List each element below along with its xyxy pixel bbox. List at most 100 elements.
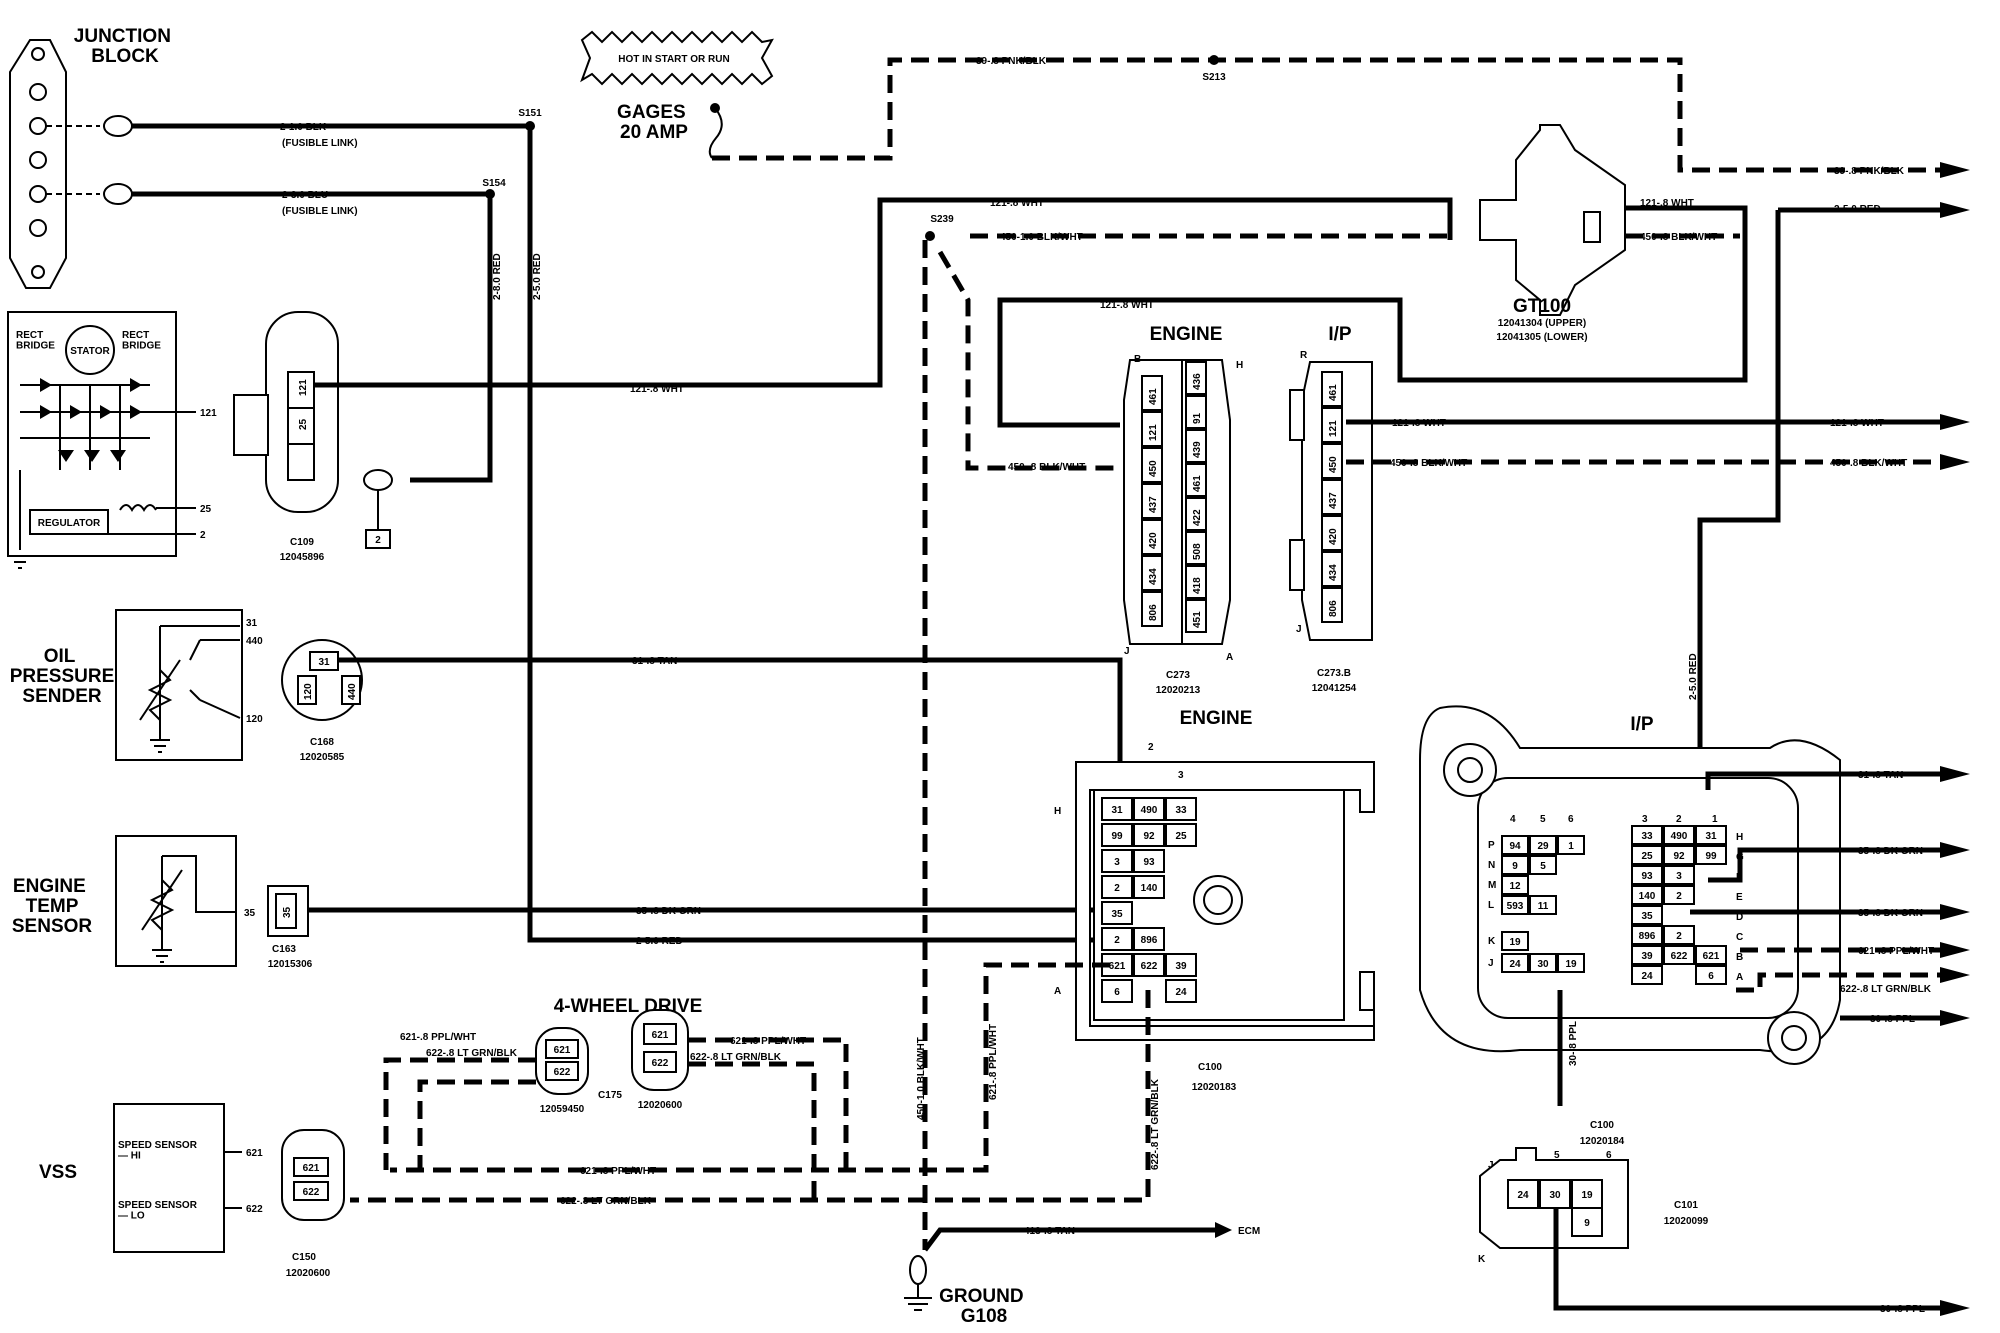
c100ip-left-pin-11-3 (1529, 895, 1557, 915)
c100ip-right-pin-2-3-label: 2 (1676, 891, 1682, 902)
engine-label-c273: ENGINE (1150, 324, 1223, 345)
splice-s154 (485, 189, 495, 199)
c100ip-top-3: 3 (1642, 814, 1648, 825)
ground-symbol (904, 1284, 932, 1311)
c100ip-right-pin-92-1 (1663, 845, 1695, 865)
junction-block-mount-bottom (31, 265, 45, 279)
c100e-pin-3-2-label: 3 (1114, 857, 1120, 868)
oil-pin-31: 31 (246, 618, 258, 629)
c100ip-right-pin-622-6 (1663, 945, 1695, 965)
blkwht-450-label-engine: 450-.8 BLK/WHT (1008, 462, 1085, 473)
gen-pin-121: 121 (200, 408, 217, 419)
c100ip-right-pin-490-0-label: 490 (1671, 831, 1688, 842)
tan-413-wire (923, 1227, 1215, 1252)
wht-121-label-4: 121-.8 WHT (1100, 300, 1154, 311)
c100-ip-bolt-1-inner (1457, 757, 1483, 783)
ppl-621-label-ip: 621-.8 PPL/WHT (1858, 946, 1934, 957)
c100e-pin-35-4 (1101, 901, 1133, 925)
c100e-pin-99-1 (1101, 823, 1133, 847)
c273-left-pin-437-label: 437 (1148, 496, 1159, 513)
ltgrn-622-label-bottom: 622-.8 LT GRN/BLK (560, 1196, 652, 1207)
blk-fusible-label: 2-1.0 BLK (280, 122, 327, 133)
c100ip-part: 12020184 (1580, 1136, 1625, 1147)
blkwht-450-label-ip1: 450-.8 BLK/WHT (1390, 458, 1467, 469)
c101-letter-5: 5 (1554, 1150, 1560, 1161)
c100ip-row-letter-L: L (1488, 900, 1494, 911)
c100e-letter-a: A (1054, 986, 1061, 997)
c273-left-pin-450-label: 450 (1148, 460, 1159, 477)
c100-engine-bolt (1193, 875, 1243, 925)
c273-right-pin-508 (1185, 531, 1207, 565)
c109-pin-121-label: 121 (298, 379, 309, 396)
c100ip-right-pin-896-5 (1631, 925, 1663, 945)
wht-121-label-3: 121-.8 WHT (1640, 198, 1694, 209)
oil-pin-440: 440 (246, 636, 263, 647)
ltgrn-622-label-4wd1: 622-.8 LT GRN/BLK (426, 1048, 518, 1059)
c109-latch (233, 394, 269, 456)
c163-name: C163 (272, 944, 296, 955)
c100ip-right-pin-6-7-label: 6 (1708, 971, 1714, 982)
c100e-pin-6-7-label: 6 (1114, 987, 1120, 998)
c175-right-connector: 621 622 12020600 (631, 1009, 689, 1111)
splice-s213 (1209, 55, 1219, 65)
ip-label-c100: I/P (1630, 714, 1654, 735)
gt100-body (1479, 124, 1626, 316)
c100ip-right-pin-31-0-label: 31 (1705, 831, 1717, 842)
ground-label: GROUND G108 (939, 1286, 1029, 1327)
oil-sender-box (115, 609, 243, 761)
c273-right-pin-436 (1185, 361, 1207, 395)
c273-right-pin-418-label: 418 (1192, 577, 1203, 594)
c109-connector: 121 25 C109 12045896 2 (233, 311, 393, 563)
c100ip-left-pin-24-5 (1501, 953, 1529, 973)
c273-right-pin-451 (1185, 599, 1207, 633)
c273-right-pin-422-label: 422 (1192, 509, 1203, 526)
oil-pressure-sender-text: OIL (44, 646, 76, 667)
junction-block: JUNCTION BLOCK (9, 26, 171, 289)
c109-pin-121 (287, 371, 315, 409)
ecm-label: ECM (1238, 1226, 1260, 1237)
c100ip-right-pin-25-1-label: 25 (1641, 851, 1653, 862)
c100e-pin-33-0-label: 33 (1175, 805, 1187, 816)
c273b-pin-437-label: 437 (1328, 492, 1339, 509)
c273-corner-j: J (1124, 646, 1130, 657)
c100-ip-bolt-2 (1767, 1011, 1821, 1065)
c175-left-pin-621 (545, 1039, 579, 1059)
oil-sender-symbol (139, 625, 241, 740)
c100ip-left-pin-12-2-label: 12 (1509, 881, 1521, 892)
c100e-pin-24-7-label: 24 (1175, 987, 1187, 998)
c150-pin-622 (293, 1181, 329, 1201)
c100e-pin-92-1-label: 92 (1143, 831, 1155, 842)
junction-block-mount-top (31, 47, 45, 61)
c273-left-pin-806-label: 806 (1148, 604, 1159, 621)
c175-right-pin-621-label: 621 (652, 1030, 669, 1041)
c175-right-pin-621 (643, 1023, 677, 1045)
pnk-39-label-1: 39-.8 PNK/BLK (976, 56, 1047, 67)
c100ip-left-pin-5-1-label: 5 (1540, 861, 1546, 872)
tan-31-label-1: 31-.8 TAN (632, 656, 677, 667)
rect-bridge-left-text: RECT (16, 330, 43, 341)
generator-leads (19, 411, 196, 550)
wht-121-label-1: 121-.8 WHT (630, 384, 684, 395)
c273-left-pin-461 (1141, 375, 1163, 411)
ip-label-c273: I/P (1328, 324, 1352, 345)
generator: RECT BRIDGE STATOR RECT BRIDGE REGULATOR… (7, 311, 217, 569)
gt100-connector: GT100 12041304 (UPPER) 12041305 (LOWER) (1479, 124, 1626, 343)
hot-in-start-outline (580, 30, 774, 86)
speed-sensor-lo: SPEED SENSOR — LO (118, 1200, 200, 1222)
c168-pin-31-label: 31 (318, 657, 330, 668)
c273b-pin-420-label: 420 (1328, 528, 1339, 545)
c109-name: C109 (290, 537, 314, 548)
vss-sensor: SPEED SENSOR — HI SPEED SENSOR — LO 621 … (113, 1103, 263, 1253)
ppl-621-label-4wd1: 621-.8 PPL/WHT (400, 1032, 476, 1043)
c100ip-row-letter-K: K (1488, 936, 1496, 947)
gt100-part-lower: 12041305 (LOWER) (1496, 332, 1587, 343)
c100ip-left-pin-9-1-label: 9 (1512, 861, 1518, 872)
c100ip-row-letter-P: P (1488, 840, 1495, 851)
c109-pin-25-label: 25 (298, 418, 309, 430)
c273b-pin-461-label: 461 (1328, 384, 1339, 401)
vss-pin-621: 621 (246, 1148, 263, 1159)
gages-fuse-text: GAGES (617, 102, 686, 123)
hot-in-start-box: HOT IN START OR RUN (580, 30, 774, 86)
